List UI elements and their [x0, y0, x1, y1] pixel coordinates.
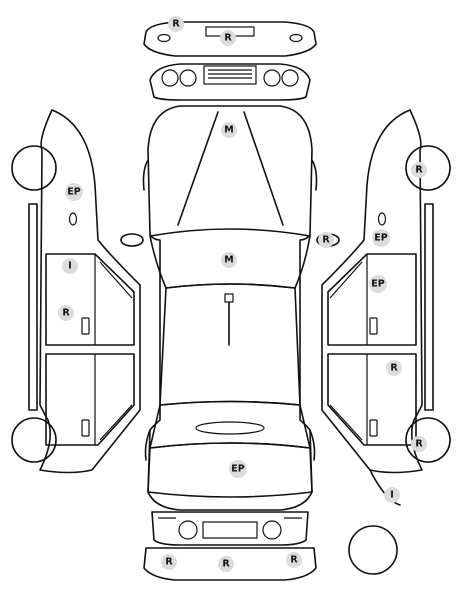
marker-code: I [68, 261, 72, 272]
damage-marker[interactable]: R [168, 16, 184, 32]
damage-marker[interactable]: R [386, 360, 402, 376]
marker-code: EP [371, 279, 384, 290]
damage-marker[interactable]: R [318, 232, 334, 248]
damage-marker[interactable]: I [384, 487, 400, 503]
front-light-panel[interactable] [151, 511, 309, 546]
marker-dot [369, 275, 387, 293]
marker-code: EP [374, 233, 387, 244]
marker-dot [229, 460, 247, 478]
marker-code: R [415, 439, 423, 450]
marker-code: R [165, 557, 173, 568]
marker-dot [218, 556, 234, 572]
marker-code: R [390, 363, 398, 374]
marker-dot [221, 252, 237, 268]
damage-marker[interactable]: I [62, 258, 78, 274]
damage-marker[interactable]: R [161, 554, 177, 570]
marker-dot [220, 30, 236, 46]
front-bumper[interactable] [143, 547, 317, 581]
marker-code: I [390, 490, 394, 501]
car-right-side-view[interactable] [321, 109, 451, 506]
rear-light-panel[interactable] [149, 63, 311, 101]
marker-dot [168, 16, 184, 32]
damage-marker[interactable]: R [411, 436, 427, 452]
damage-marker[interactable]: M [221, 252, 237, 268]
car-top-view[interactable] [120, 105, 340, 511]
marker-code: R [415, 165, 423, 176]
spare-wheel[interactable] [348, 525, 398, 575]
car-left-side-view[interactable] [11, 109, 141, 474]
damage-marker[interactable]: R [411, 162, 427, 178]
marker-dot [286, 552, 302, 568]
damage-markers: R R M M R EP I R [58, 16, 427, 572]
marker-code: EP [67, 187, 80, 198]
marker-code: R [62, 308, 70, 319]
marker-dot [221, 122, 237, 138]
marker-code: R [290, 555, 298, 566]
marker-code: R [172, 19, 180, 30]
marker-code: R [222, 559, 230, 570]
damage-marker[interactable]: EP [229, 460, 247, 478]
marker-dot [411, 162, 427, 178]
marker-dot [372, 229, 390, 247]
marker-code: M [224, 125, 233, 136]
marker-dot [384, 487, 400, 503]
rear-bumper[interactable] [143, 21, 317, 57]
damage-marker[interactable]: R [220, 30, 236, 46]
marker-dot [62, 258, 78, 274]
damage-marker[interactable]: R [218, 556, 234, 572]
marker-code: R [322, 235, 330, 246]
marker-dot [65, 183, 83, 201]
marker-dot [318, 232, 334, 248]
damage-marker[interactable]: EP [369, 275, 387, 293]
marker-code: R [224, 33, 232, 44]
marker-code: M [224, 255, 233, 266]
marker-dot [58, 305, 74, 321]
marker-dot [161, 554, 177, 570]
marker-code: EP [231, 464, 244, 475]
marker-dot [411, 436, 427, 452]
damage-marker[interactable]: EP [372, 229, 390, 247]
marker-dot [386, 360, 402, 376]
damage-marker[interactable]: M [221, 122, 237, 138]
damage-marker[interactable]: R [58, 305, 74, 321]
damage-marker[interactable]: EP [65, 183, 83, 201]
damage-marker[interactable]: R [286, 552, 302, 568]
